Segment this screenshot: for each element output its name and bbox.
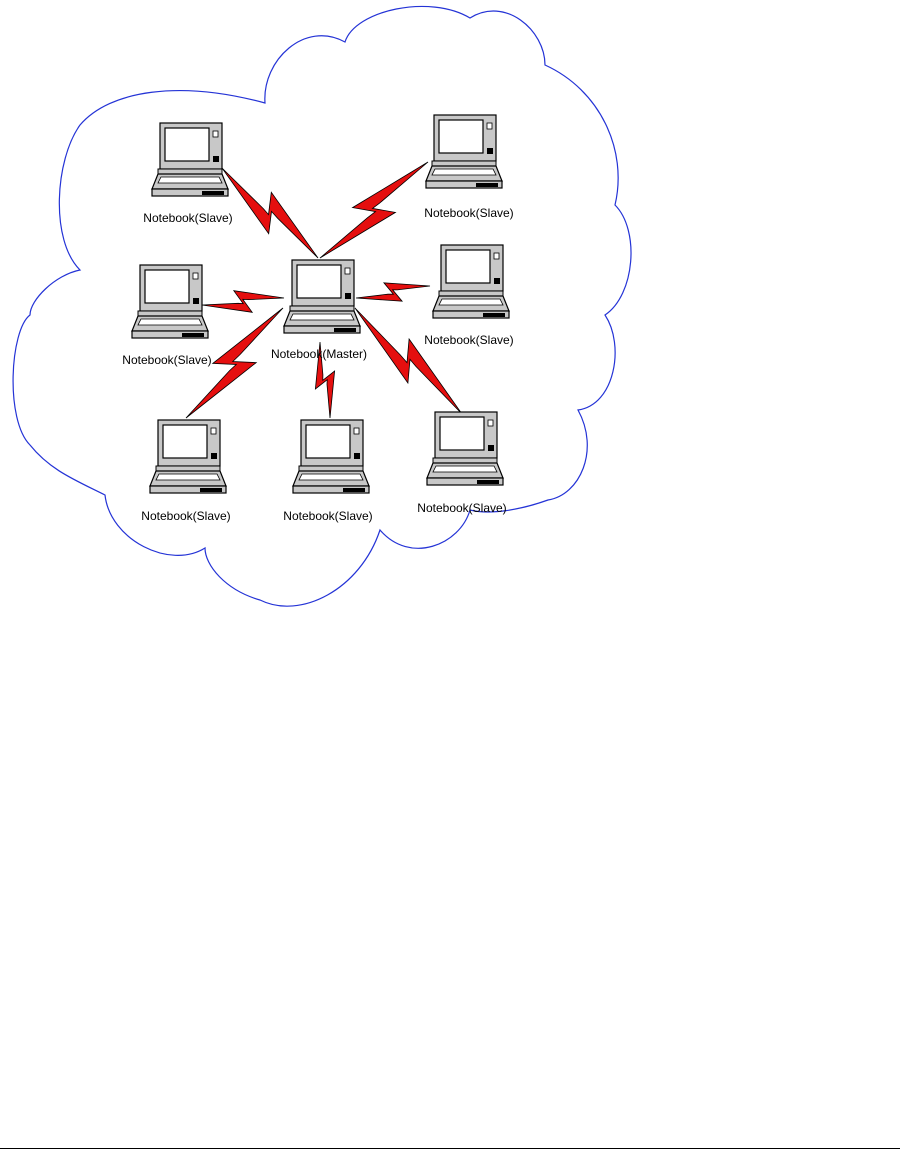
notebook-slave-icon-2 (426, 115, 502, 188)
notebook-slave-label-7: Notebook(Slave) (417, 501, 506, 515)
notebook-slave-label-2: Notebook(Slave) (424, 206, 513, 220)
notebook-slave-icon-1 (152, 123, 228, 196)
notebook-slave-label-5: Notebook(Slave) (141, 509, 230, 523)
wireless-link-2 (320, 162, 428, 258)
notebook-slave-label-3: Notebook(Slave) (122, 353, 211, 367)
wireless-link-3 (202, 291, 284, 313)
notebook-slave-icon-5 (150, 420, 226, 493)
notebook-slave-label-4: Notebook(Slave) (424, 333, 513, 347)
notebook-slave-label-1: Notebook(Slave) (143, 211, 232, 225)
wireless-link-1 (222, 168, 318, 258)
notebook-slave-icon-6 (293, 420, 369, 493)
notebook-slave-icon-3 (132, 265, 208, 338)
notebook-slave-label-6: Notebook(Slave) (283, 509, 372, 523)
notebook-nodes: Notebook(Slave) Notebook(Slave) Notebook(S… (122, 115, 513, 523)
notebook-slave-icon-4 (433, 245, 509, 318)
notebook-master-icon (284, 260, 360, 333)
notebook-slave-icon-7 (427, 412, 503, 485)
wireless-link-7 (355, 308, 462, 414)
wireless-link-4 (356, 283, 430, 301)
page-bottom-rule (0, 1148, 900, 1149)
notebook-master-label: Notebook(Master) (271, 347, 367, 361)
